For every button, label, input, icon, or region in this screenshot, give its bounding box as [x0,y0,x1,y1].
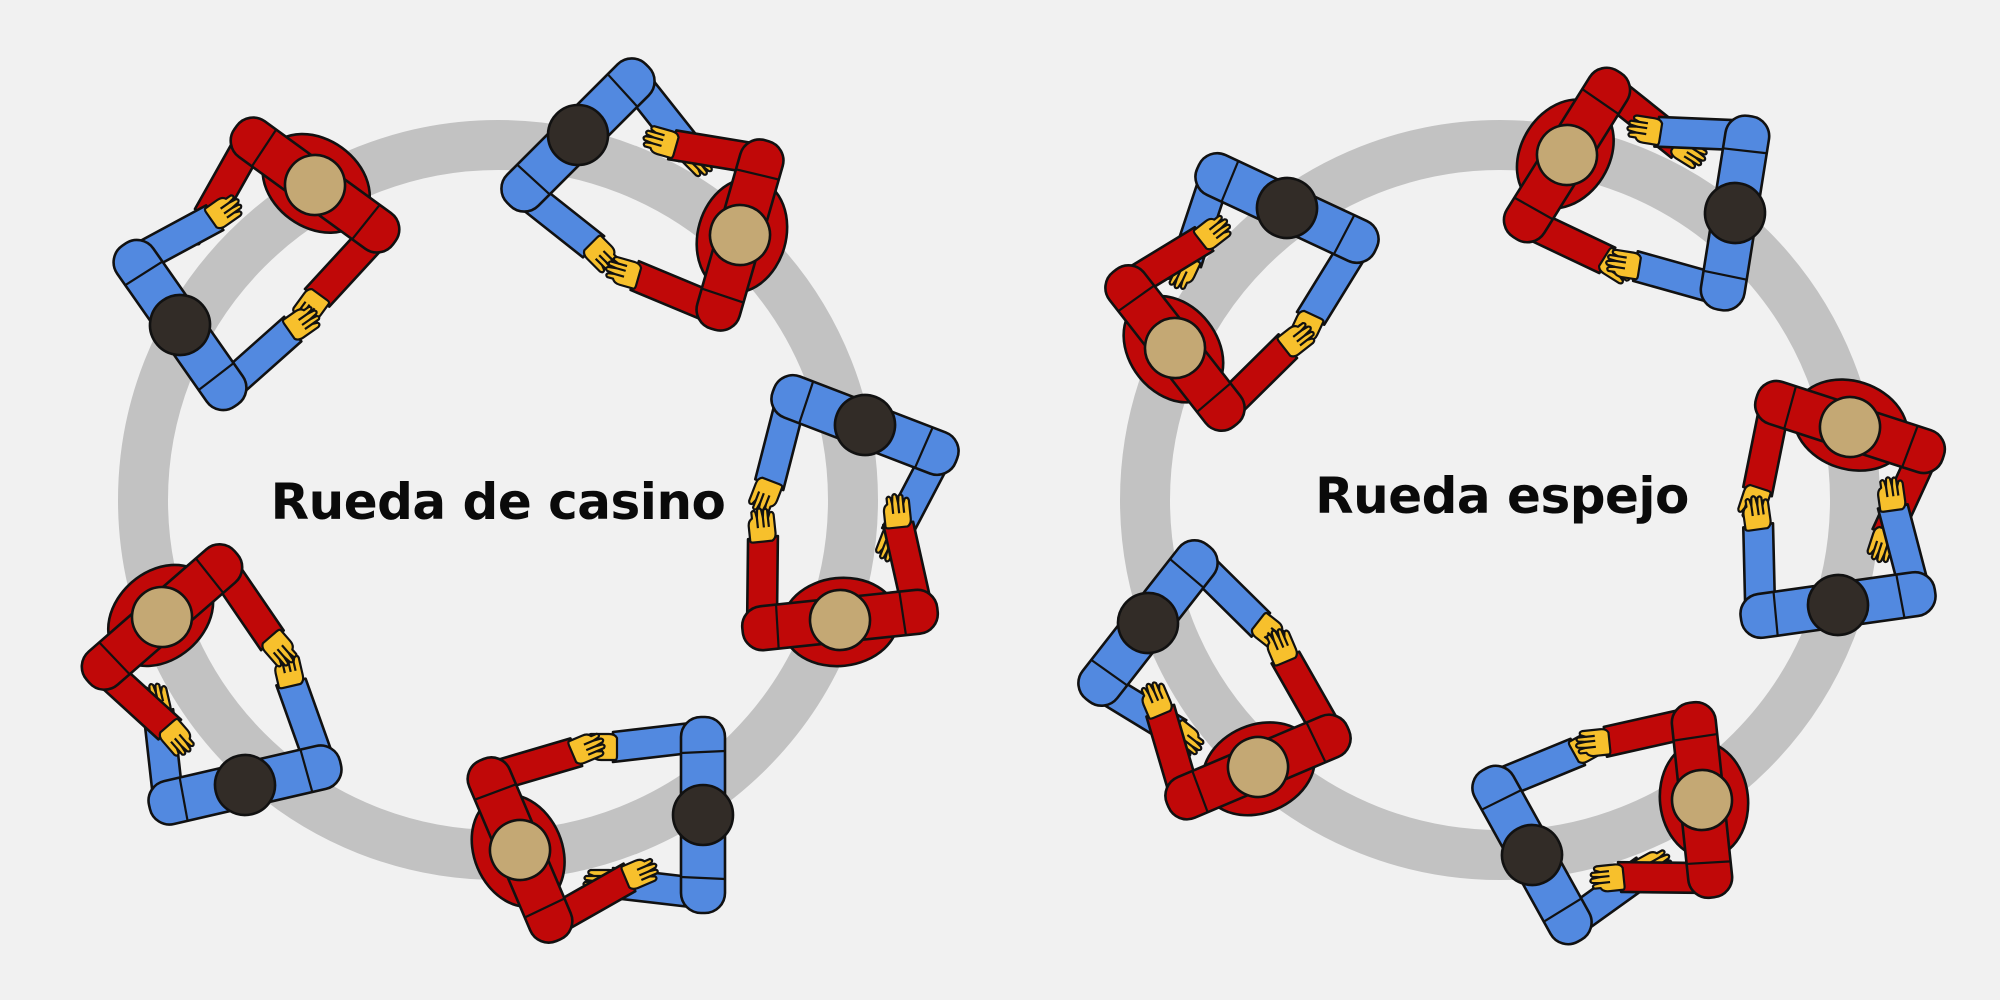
ring-espejo [1120,120,1880,880]
seam [701,287,744,304]
head [1535,123,1599,187]
seam [1543,897,1582,923]
head [1226,735,1290,799]
seam [124,260,164,287]
hand-icon [1276,321,1316,358]
seam [798,381,815,424]
seam [1703,269,1747,281]
hand-icon [1877,476,1907,513]
seam [299,749,314,793]
person-blue-casino-2 [112,194,321,412]
seam [1117,284,1155,313]
head [1143,316,1207,380]
seam [1090,658,1128,687]
seam [735,168,780,181]
person-red-casino-6 [740,493,940,668]
wheel-title-espejo: Rueda espejo [1315,467,1689,525]
seam [1901,425,1919,468]
seam [516,163,551,196]
person-red-casino-10 [80,543,298,757]
head [808,588,872,652]
person-red-espejo-2 [1104,214,1316,432]
seam [98,641,131,676]
head [130,585,194,649]
hand-icon [748,476,784,515]
seam [1513,196,1554,221]
seam [198,362,235,391]
seam [898,591,908,636]
seam [1305,722,1327,763]
seam [1196,382,1232,413]
hand-icon [1589,863,1626,893]
head [1818,395,1882,459]
seam [1332,214,1356,255]
seam [250,128,278,167]
seam [474,783,517,801]
seam [680,749,726,755]
wheel-title-casino: Rueda de casino [270,473,726,531]
hand-icon [281,305,321,341]
hand-icon [158,717,195,757]
head [488,818,552,882]
person-blue-espejo-6 [1739,476,1937,640]
head [283,153,347,217]
hand-icon [1626,114,1664,147]
hand-icon [882,493,912,530]
seam [1686,860,1731,866]
head [833,393,897,457]
person-red-espejo-8 [1140,628,1352,821]
seam [1169,558,1205,589]
person-red-casino-1 [182,116,401,326]
seam [1220,160,1240,203]
hand-icon [747,507,777,544]
person-red-casino-8 [466,732,659,944]
seam [1722,147,1767,155]
hand-icon [1192,214,1232,251]
hand-icon [1742,495,1772,532]
hand-icon [261,628,298,668]
seam [195,557,225,594]
hand-icon [1575,728,1612,758]
head [1703,181,1767,245]
seam [1481,789,1522,811]
head [1806,573,1870,637]
head [546,103,610,167]
seam [774,604,780,649]
seam [1783,386,1797,430]
head [671,783,735,847]
hand-icon [567,732,606,765]
hand-icon [1605,248,1642,281]
seam [1191,770,1209,813]
hand-icon [620,857,659,890]
seam [680,875,726,881]
hand-icon [642,125,680,160]
head [708,203,772,267]
person-blue-espejo-4 [1605,114,1771,312]
head [1116,591,1180,655]
person-red-casino-4 [604,125,789,332]
hand-icon [604,255,643,290]
head [148,293,212,357]
seam [1772,591,1779,636]
seam [913,426,934,469]
person-red-espejo-5 [1737,378,1947,564]
hand-icon [1265,628,1298,667]
person-red-espejo-10 [1575,700,1750,900]
seam [1673,732,1718,742]
seam [351,204,381,240]
person-blue-casino-9 [141,651,343,826]
seam [606,73,639,108]
hand-icon [203,194,243,230]
head [1255,176,1319,240]
seam [1581,88,1620,115]
head [213,753,277,817]
head [1500,823,1564,887]
seam [178,777,189,822]
head [1670,768,1734,832]
seam [524,897,565,919]
seam [1895,574,1906,619]
figures-layer [80,57,1947,946]
hand-icon [1140,681,1173,720]
